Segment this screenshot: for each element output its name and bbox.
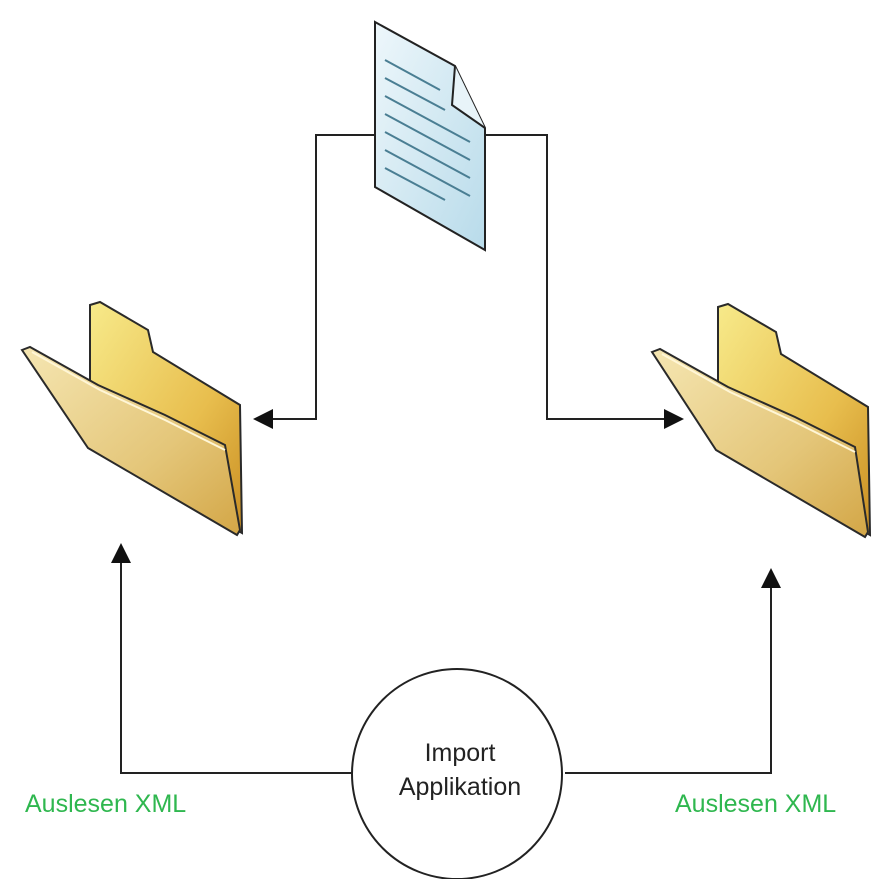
right-folder-icon [650,302,872,539]
doc-to-left-folder-line [253,134,378,429]
connectors [111,134,781,774]
doc-to-right-folder-line [483,134,684,429]
process-to-right-folder-line [565,568,781,774]
left-extract-label: Auslesen XML [25,790,187,818]
import-application-circle [351,668,563,879]
right-extract-label: Auslesen XML [675,790,837,818]
xml-document-icon [374,20,486,252]
left-folder-icon [20,300,244,537]
process-label: Import Applikation [355,736,565,804]
process-to-left-folder-line [111,543,352,774]
process-label-line2: Applikation [398,773,522,801]
process-label-line1: Import [424,739,496,767]
